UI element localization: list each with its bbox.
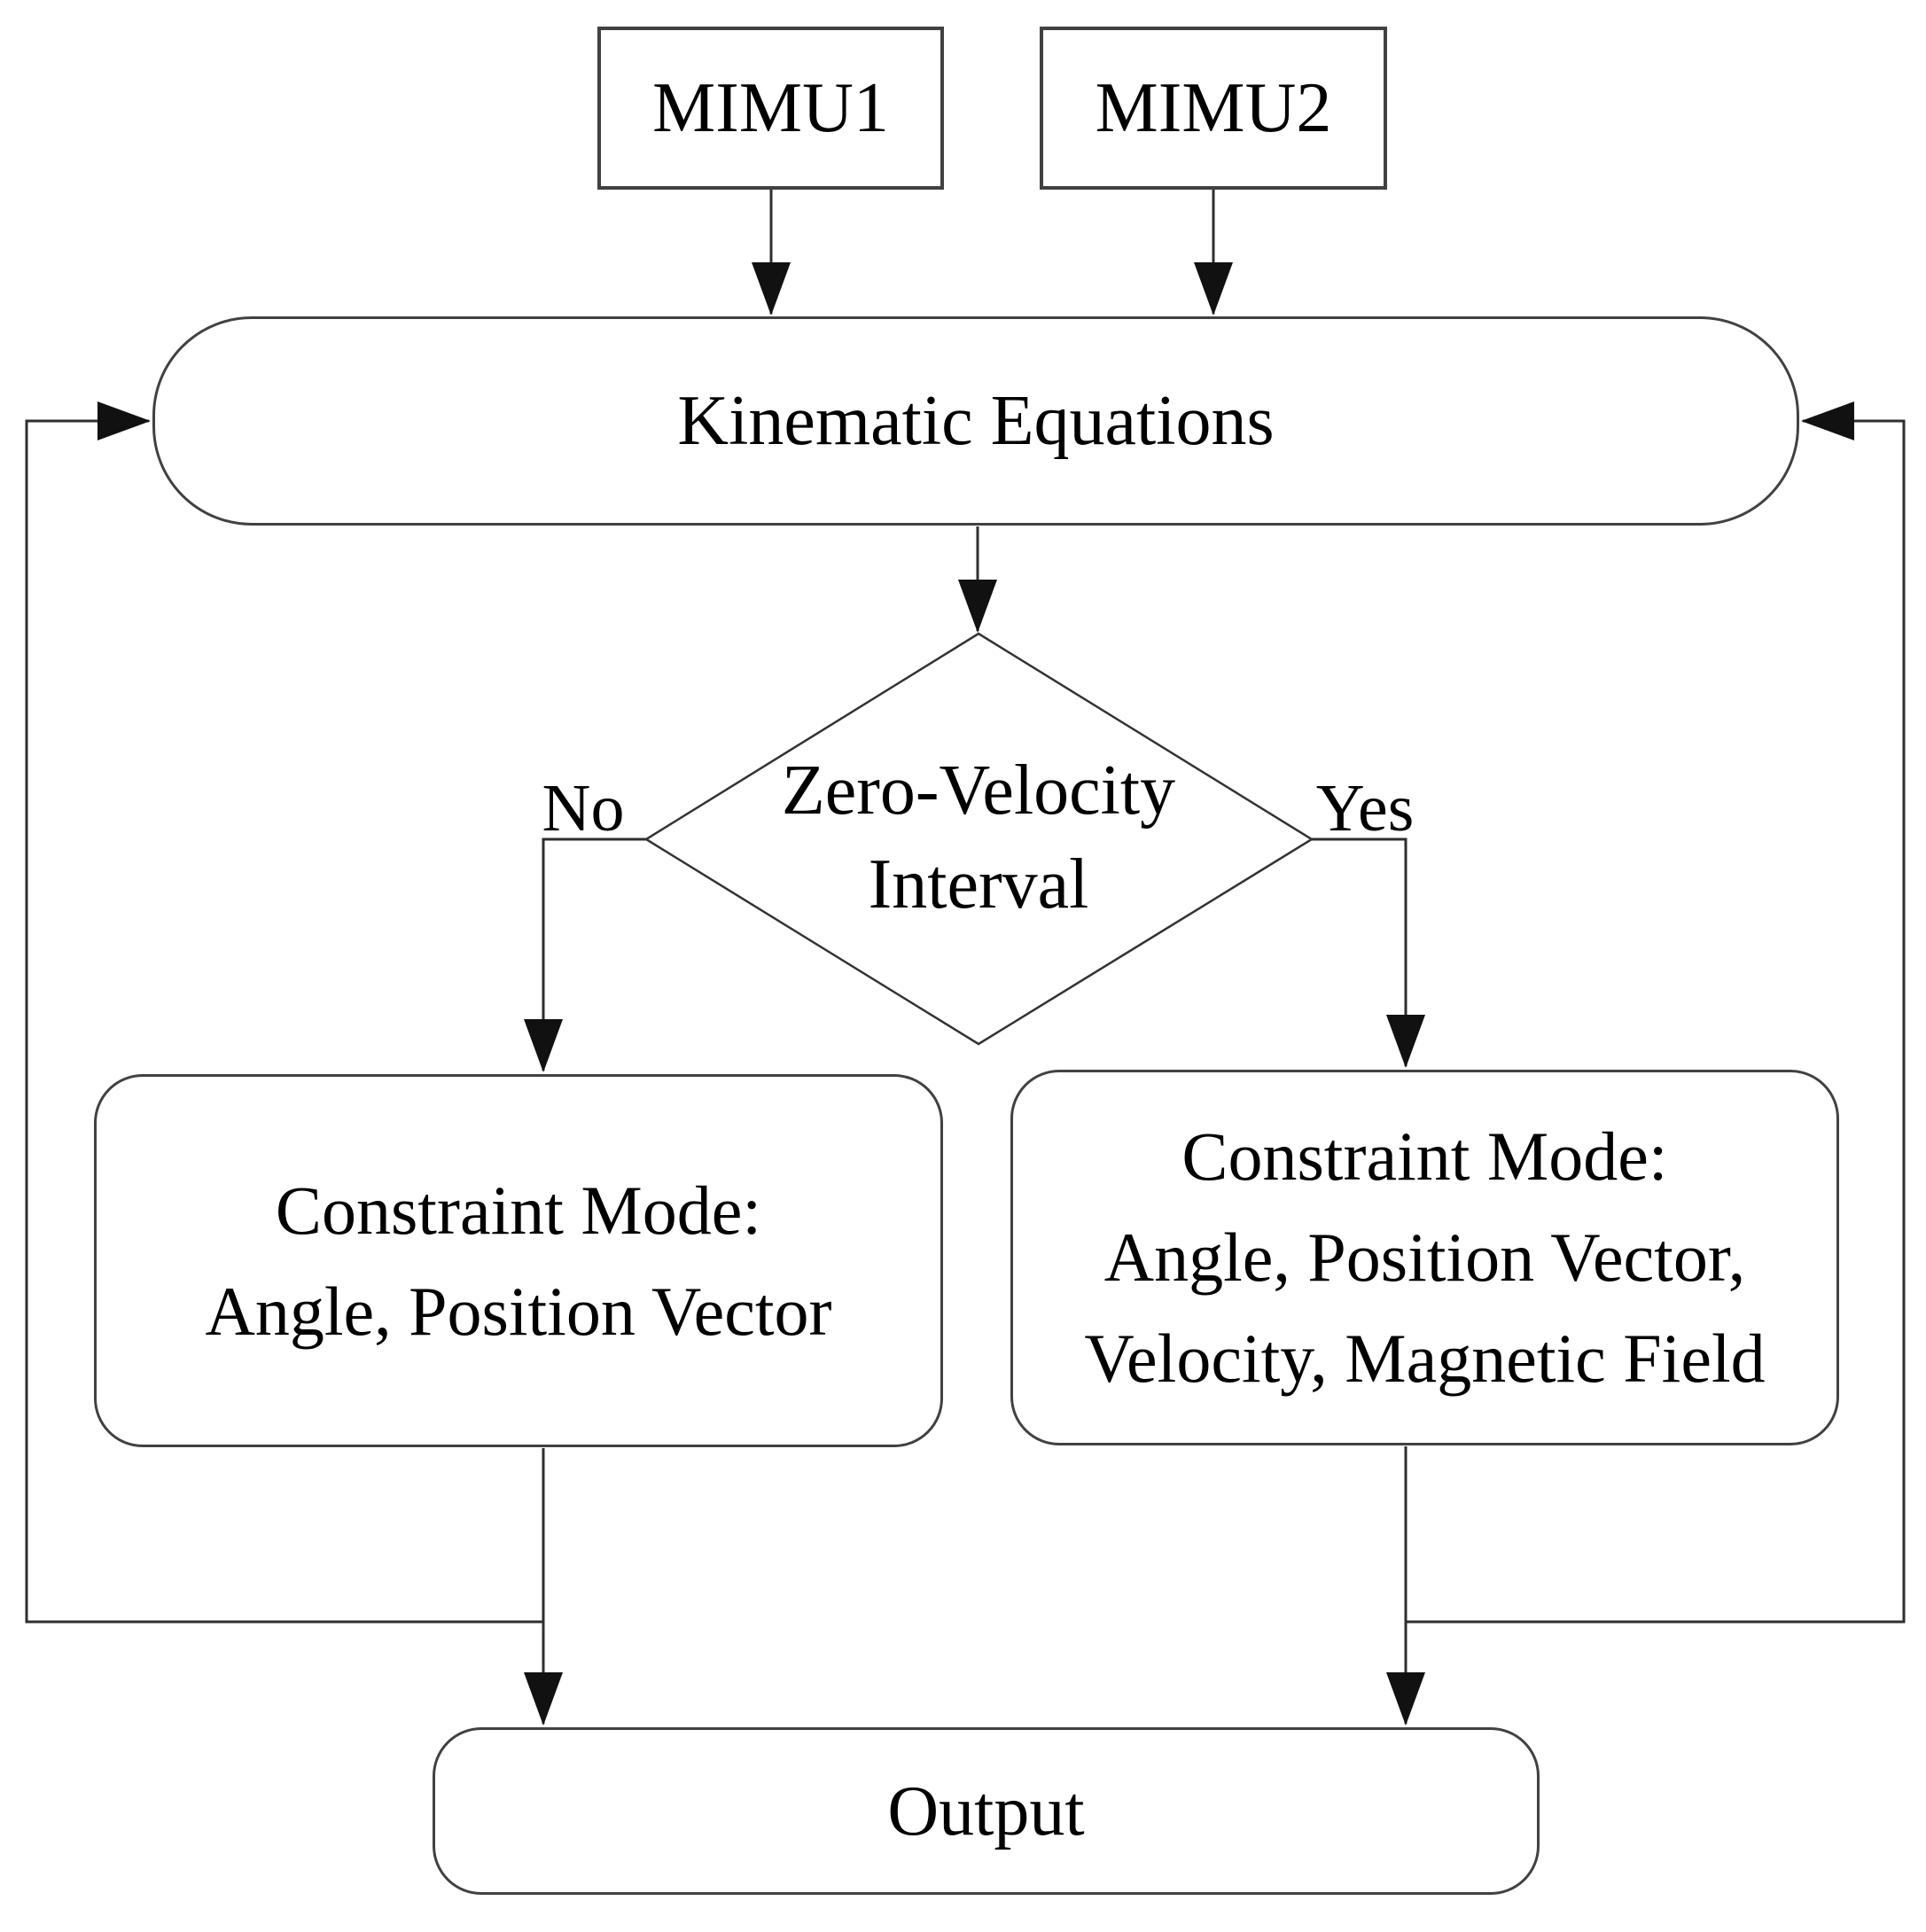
node-output: Output [433,1727,1540,1895]
constraint-yes-line-2: Angle, Position Vector, [1103,1219,1746,1296]
node-mimu1: MIMU1 [597,27,944,190]
node-decision-text: Zero-Velocity Interval [782,744,1175,931]
constraint-no-line-2: Angle, Position Vector [205,1272,832,1350]
edge-left-feedback-loop [25,401,543,1624]
node-kinematic-equations-label: Kinematic Equations [677,382,1275,460]
decision-line-1: Zero-Velocity [781,752,1176,830]
constraint-yes-line-3: Velocity, Magnetic Field [1084,1320,1766,1397]
node-kinematic-equations: Kinematic Equations [152,316,1799,526]
constraint-yes-line-1: Constraint Mode: [1181,1118,1668,1195]
node-constraint-mode-no: Constraint Mode: Angle, Position Vector [94,1074,943,1447]
decision-diamond-shape [643,632,1314,1046]
node-mimu2-label: MIMU2 [1095,69,1332,147]
branch-label-no: No [542,771,625,845]
edge-yes-branch [1312,837,1425,1068]
edge-right-feedback-loop [1406,401,1906,1624]
node-constraint-mode-yes: Constraint Mode: Angle, Position Vector,… [1010,1070,1839,1445]
edge-no-branch [524,837,646,1072]
constraint-no-line-1: Constraint Mode: [275,1171,762,1249]
branch-label-yes: Yes [1315,771,1415,845]
node-output-label: Output [887,1772,1085,1850]
node-mimu2: MIMU2 [1040,27,1387,190]
decision-line-2: Interval [868,845,1089,923]
node-mimu1-label: MIMU1 [652,69,889,147]
